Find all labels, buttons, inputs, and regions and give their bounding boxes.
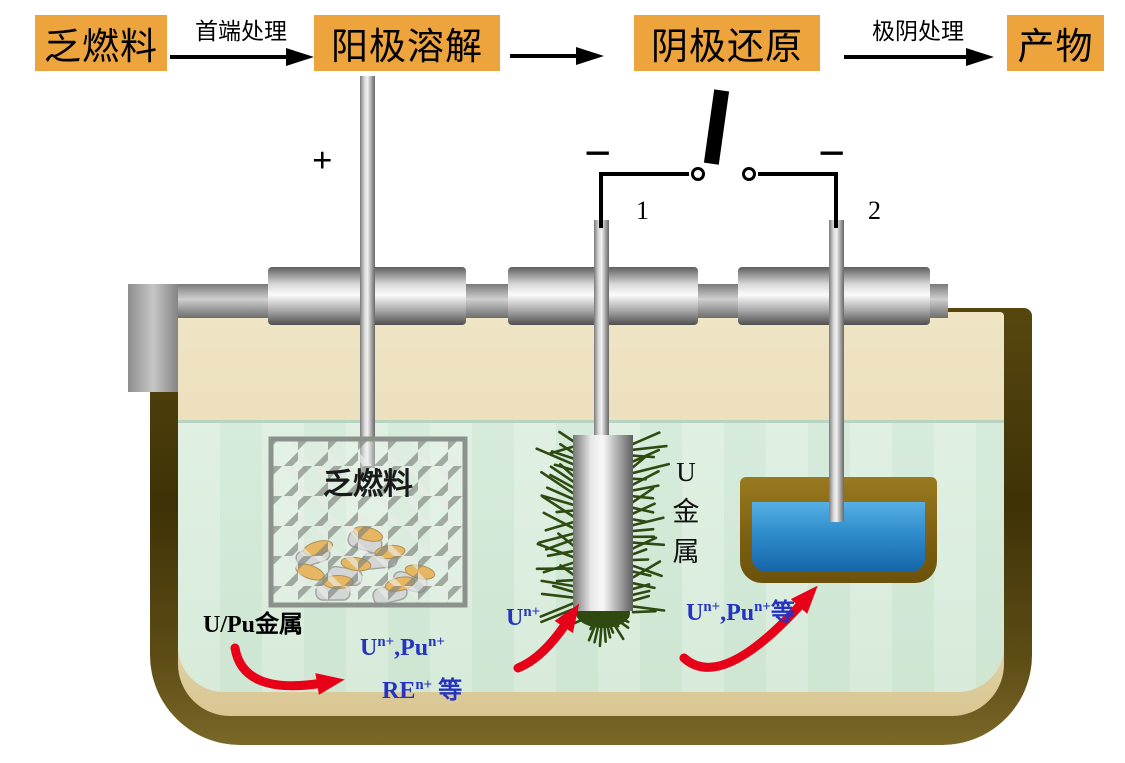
flow-box-cathode-reduction: 阴极还原 [634,15,820,71]
flow-box-anode-dissolution: 阳极溶解 [314,15,500,71]
cathode2-rod [829,220,844,522]
ion-text-part: U [506,605,524,631]
cathode1-minus-sign: − [584,127,612,180]
flow-box-product: 产物 [1007,15,1104,71]
basket-frame [268,436,468,608]
ion-superscript: n+ [754,599,771,615]
ion-label-anode-line2: REn+ 等 [382,670,462,705]
cathode2-wire [758,172,838,228]
ion-text-part: ,Pu [394,635,429,661]
cathode-mandrel [573,435,633,611]
ion-flow-arrows [230,585,818,695]
deposition-arrow-1 [513,603,580,673]
u-metal-label-char: U [676,457,696,487]
ion-superscript: n+ [523,604,541,620]
ion-text-part: RE [382,678,416,704]
selector-switch [599,89,838,228]
cathode1-wire [599,172,689,228]
arrow-right-icon [170,48,314,66]
ion-text-part: ,Pu [720,600,755,626]
ion-superscript: n+ [703,599,721,615]
flow-arrow-1-label: 首端处理 [195,19,287,44]
dissolution-arrow [230,643,345,695]
switch-position-2-label: 2 [868,196,881,225]
u-metal-label: U 金 属 [664,452,708,572]
ion-superscript: n+ [377,634,395,650]
deposition-arrow-2 [679,585,818,672]
anode-basket: 乏燃料 [268,436,468,608]
flow-arrow-3-label: 极阴处理 [872,19,964,44]
cathode2-minus-sign: − [818,127,846,180]
u-metal-label-char: 金 [672,497,700,527]
ion-label-right: Un+,Pun+等 [686,592,795,627]
anode-plus-sign: + [312,140,333,180]
cell-lid-left-flange [128,284,178,392]
switch-contact-1 [691,167,705,181]
cathode1-rod [594,220,609,448]
ion-text-part: U [360,635,378,661]
anode-rod [360,76,375,468]
flow-arrow-1: 首端处理 [168,18,314,74]
switch-contact-2 [742,167,756,181]
ion-text-part: 等 [432,678,463,704]
flow-arrow-2 [508,44,604,73]
basket-label: 乏燃料 [323,468,413,501]
upu-metal-label: U/Pu金属 [203,612,304,638]
ion-text-part: 等 [770,600,795,626]
arrow-right-icon [510,47,604,65]
flow-arrow-3: 极阴处理 [842,18,994,74]
switch-blade [703,89,730,165]
u-metal-label-char: 属 [672,537,700,567]
uranium-dendrite-spikes [535,430,670,648]
ion-label-anode-line1: Un+,Pun+ [360,634,445,662]
ion-superscript: n+ [415,677,433,693]
ion-text-part: U [686,600,704,626]
ion-superscript: n+ [428,634,445,650]
ion-label-center: Un+ [506,604,540,632]
switch-position-1-label: 1 [636,196,649,225]
dendrite-cathode [535,430,670,648]
arrow-right-icon [844,48,994,66]
flow-box-spent-fuel: 乏燃料 [35,15,167,71]
basket-mesh [270,438,466,606]
